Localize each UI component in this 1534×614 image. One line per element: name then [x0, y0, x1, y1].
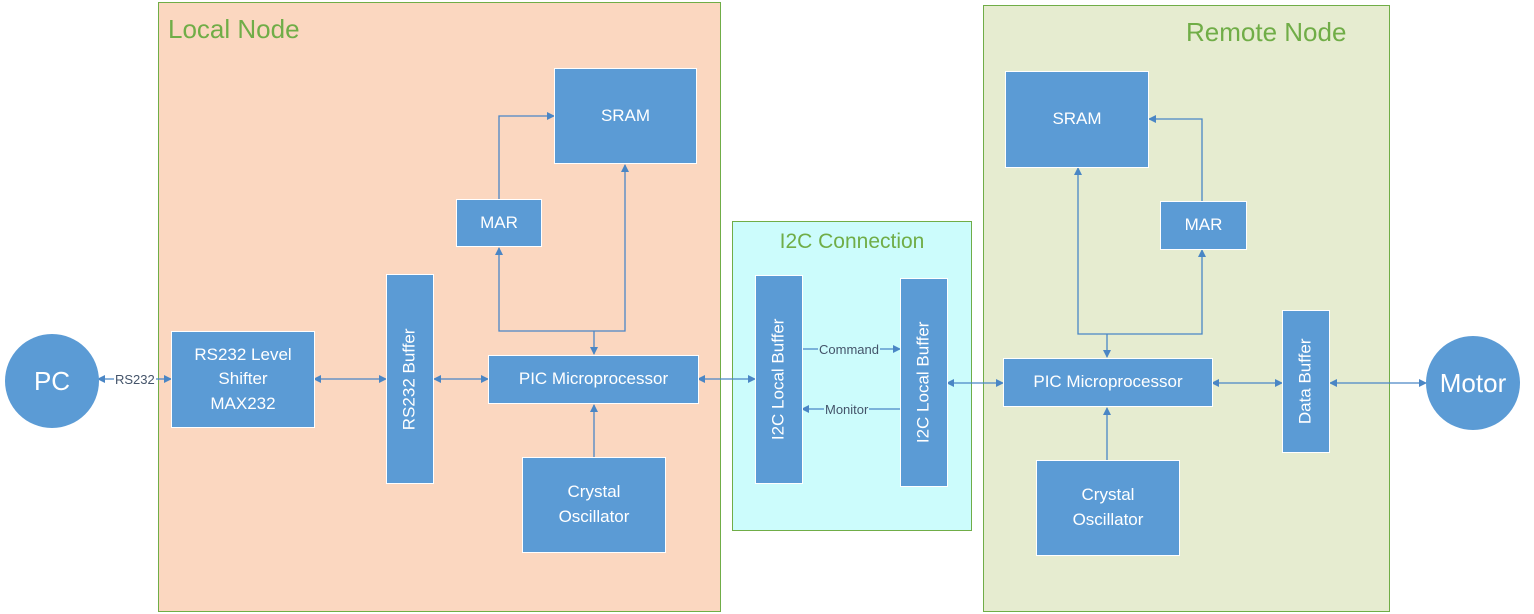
local-sram-block: SRAM: [554, 68, 697, 164]
i2c-left-buffer-label: I2C Local Buffer: [768, 318, 788, 441]
rs232-shifter-line-2: Shifter: [218, 369, 268, 389]
local-pic-label: PIC Microprocessor: [518, 369, 669, 389]
i2c-connection-title: I2C Connection: [779, 230, 925, 253]
remote-crystal-oscillator-block: Crystal Oscillator: [1036, 460, 1180, 556]
local-node-title: Local Node: [168, 14, 300, 44]
local-bus-link: [495, 164, 629, 332]
local-mar-label: MAR: [480, 212, 518, 232]
pc-label: PC: [33, 365, 71, 396]
local-sram-label: SRAM: [600, 105, 651, 125]
remote-mar-label: MAR: [1184, 215, 1223, 235]
rs232-link-label: RS232: [114, 372, 156, 387]
i2c-right-buffer-label: I2C Local Buffer: [913, 321, 933, 444]
rs232-level-shifter-block: RS232 Level Shifter MAX232: [171, 331, 315, 428]
local-crystal-line-1: Crystal: [567, 482, 621, 502]
remote-mar-block: MAR: [1160, 201, 1247, 250]
remote-bus-link: [1074, 167, 1206, 335]
pc-node: PC: [5, 334, 99, 428]
rs232-buffer-block: RS232 Buffer: [386, 274, 434, 484]
remote-sram-block: SRAM: [1005, 71, 1149, 168]
remote-pic-label: PIC Microprocessor: [1033, 372, 1183, 392]
local-pic-microprocessor-block: PIC Microprocessor: [488, 355, 699, 404]
i2c-local-buffer-right: I2C Local Buffer: [900, 278, 948, 487]
rs232-shifter-line-3: MAX232: [210, 393, 276, 413]
data-buffer-label: Data Buffer: [1295, 338, 1315, 425]
local-crystal-oscillator-block: Crystal Oscillator: [522, 457, 666, 553]
monitor-label: Monitor: [824, 402, 870, 417]
i2c-local-buffer-left: I2C Local Buffer: [755, 275, 803, 484]
remote-pic-microprocessor-block: PIC Microprocessor: [1003, 358, 1213, 407]
remote-node-title: Remote Node: [1186, 17, 1347, 47]
motor-node: Motor: [1426, 336, 1520, 430]
motor-label: Motor: [1439, 367, 1507, 398]
data-buffer-block: Data Buffer: [1282, 310, 1330, 453]
local-mar-block: MAR: [456, 199, 542, 247]
rs232-buffer-label: RS232 Buffer: [399, 328, 419, 430]
remote-mar-sram-link: [1148, 115, 1203, 202]
local-mar-sram-link: [498, 112, 555, 200]
remote-sram-label: SRAM: [1052, 109, 1102, 129]
local-crystal-line-2: Oscillator: [558, 507, 630, 526]
rs232-shifter-line-1: RS232 Level: [194, 344, 292, 364]
remote-crystal-line-1: Crystal: [1081, 485, 1135, 505]
command-label: Command: [818, 342, 880, 357]
remote-crystal-line-2: Oscillator: [1072, 510, 1144, 529]
